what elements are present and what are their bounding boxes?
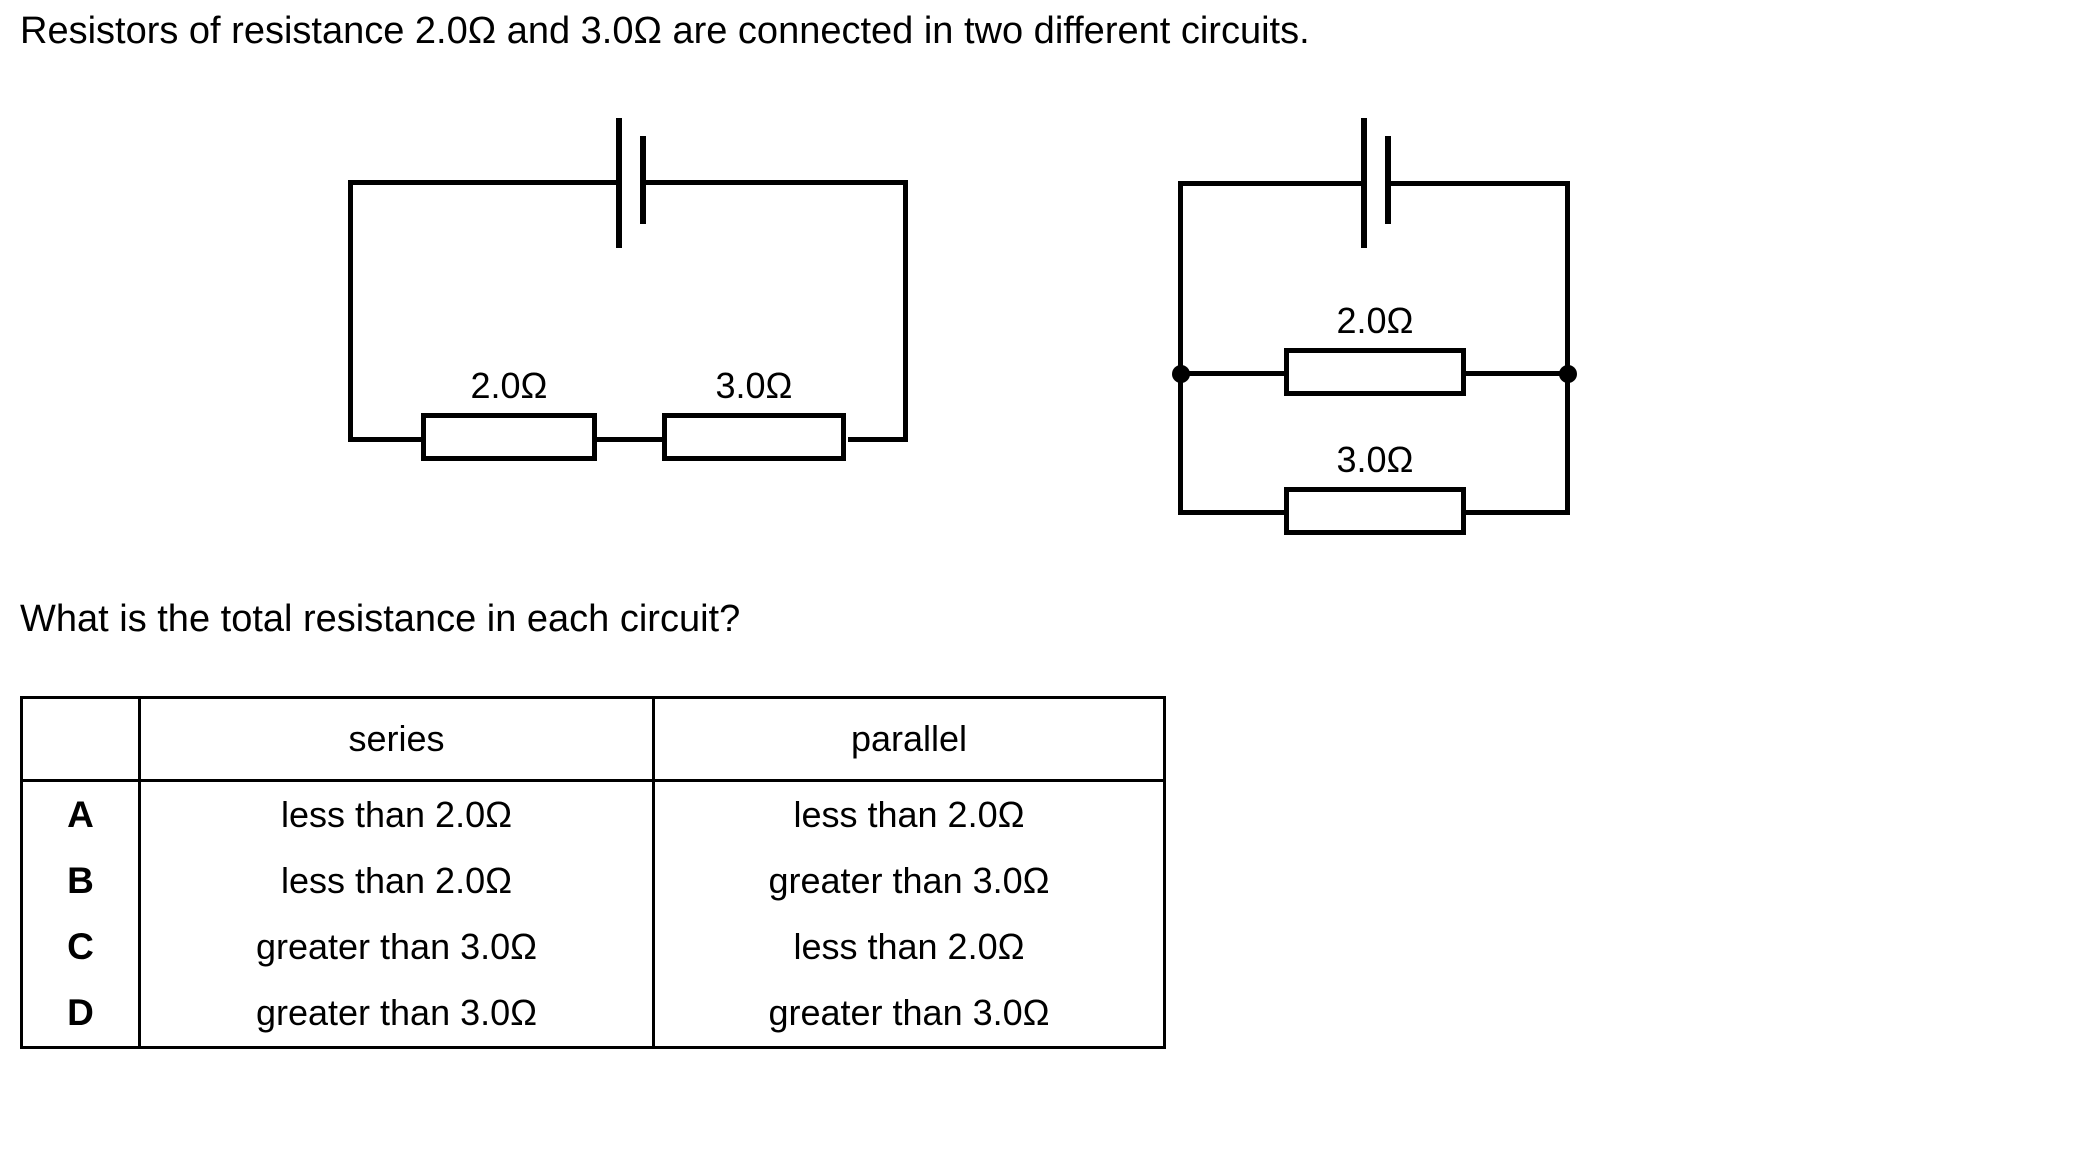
- question-stem: Resistors of resistance 2.0Ω and 3.0Ω ar…: [20, 10, 1310, 52]
- header-parallel: parallel: [652, 696, 1166, 782]
- option-c-parallel: less than 2.0Ω: [652, 914, 1166, 980]
- series-top-wire-left: [348, 180, 621, 185]
- parallel-resistor-2-label: 3.0Ω: [1336, 439, 1414, 480]
- parallel-lower-branch-wire-left: [1178, 510, 1288, 515]
- answer-row-c[interactable]: C greater than 3.0Ω less than 2.0Ω: [20, 914, 1166, 980]
- option-d-series: greater than 3.0Ω: [138, 980, 655, 1049]
- table-header-row: series parallel: [20, 696, 1166, 782]
- parallel-resistor-2: [1284, 487, 1466, 535]
- series-bottom-wire-left: [348, 437, 426, 442]
- option-letter-a: A: [20, 779, 141, 848]
- battery-long-plate-icon: [1361, 118, 1367, 248]
- option-letter-c: C: [20, 914, 141, 980]
- option-a-series: less than 2.0Ω: [138, 779, 655, 848]
- series-resistor-1: [421, 413, 597, 461]
- option-c-series: greater than 3.0Ω: [138, 914, 655, 980]
- parallel-upper-branch-wire-left: [1178, 371, 1288, 376]
- parallel-resistor-1-label: 2.0Ω: [1336, 300, 1414, 341]
- series-circuit-diagram: 2.0Ω 3.0Ω: [340, 80, 930, 480]
- parallel-lower-branch-wire-right: [1465, 510, 1570, 515]
- series-right-wire: [903, 180, 908, 442]
- battery-short-plate-icon: [640, 136, 646, 224]
- parallel-right-rail: [1565, 181, 1570, 515]
- answer-row-a[interactable]: A less than 2.0Ω less than 2.0Ω: [20, 779, 1166, 848]
- series-top-wire-right: [643, 180, 908, 185]
- question-prompt: What is the total resistance in each cir…: [20, 598, 741, 640]
- series-left-wire: [348, 180, 353, 442]
- parallel-resistor-1: [1284, 348, 1466, 396]
- option-d-parallel: greater than 3.0Ω: [652, 980, 1166, 1049]
- header-series: series: [138, 696, 655, 782]
- option-b-parallel: greater than 3.0Ω: [652, 848, 1166, 914]
- header-blank: [20, 696, 141, 782]
- series-resistor-2-label: 3.0Ω: [715, 365, 793, 406]
- answer-row-b[interactable]: B less than 2.0Ω greater than 3.0Ω: [20, 848, 1166, 914]
- parallel-upper-branch-wire-right: [1465, 371, 1570, 376]
- option-b-series: less than 2.0Ω: [138, 848, 655, 914]
- option-letter-d: D: [20, 980, 141, 1049]
- answer-options-table: series parallel A less than 2.0Ω less th…: [20, 696, 1166, 1049]
- option-letter-b: B: [20, 848, 141, 914]
- answer-row-d[interactable]: D greater than 3.0Ω greater than 3.0Ω: [20, 980, 1166, 1049]
- option-a-parallel: less than 2.0Ω: [652, 779, 1166, 848]
- parallel-top-wire-left: [1178, 181, 1366, 186]
- battery-long-plate-icon: [616, 118, 622, 248]
- parallel-circuit-diagram: 2.0Ω 3.0Ω: [1170, 80, 1590, 550]
- series-resistor-1-label: 2.0Ω: [470, 365, 548, 406]
- series-resistor-2: [662, 413, 846, 461]
- parallel-top-wire-right: [1388, 181, 1570, 186]
- battery-short-plate-icon: [1385, 136, 1391, 224]
- parallel-left-rail: [1178, 181, 1183, 515]
- series-bottom-wire-middle: [592, 437, 662, 442]
- series-bottom-wire-right: [848, 437, 908, 442]
